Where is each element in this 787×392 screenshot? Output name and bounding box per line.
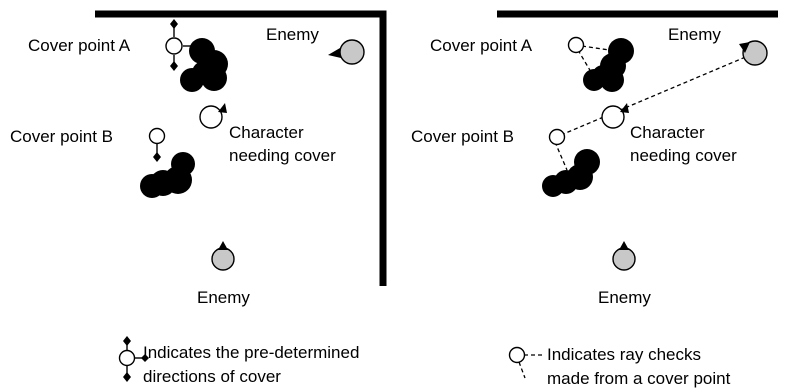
left-cover-point-b	[148, 127, 166, 162]
direction-marker-icon	[170, 61, 178, 71]
left-enemy-top-label: Enemy	[266, 25, 319, 44]
right-cover-point-b	[548, 128, 566, 146]
legend-directions: Indicates the pre-determined directions …	[118, 336, 359, 386]
left-character	[199, 103, 227, 129]
left-character-label-1: Character	[229, 123, 304, 142]
right-cover-b-label: Cover point B	[411, 127, 514, 146]
right-obstacle-a	[583, 38, 634, 92]
left-enemy-bottom	[211, 241, 235, 271]
right-enemy-top	[739, 40, 768, 66]
right-cover-point-a	[567, 36, 585, 54]
legend-rays-text-2: made from a cover point	[547, 369, 731, 388]
left-enemy-bottom-label: Enemy	[197, 288, 250, 307]
right-ray-checks	[554, 45, 756, 171]
left-cover-a-label: Cover point A	[28, 36, 131, 55]
legend-rays: Indicates ray checks made from a cover p…	[508, 345, 731, 388]
legend-directions-text-2: directions of cover	[143, 367, 281, 386]
left-panel: Cover point A Cover point B Character ne…	[10, 10, 387, 307]
direction-marker-icon	[191, 42, 199, 50]
legend-rays-text-1: Indicates ray checks	[547, 345, 701, 364]
direction-marker-icon	[153, 152, 161, 162]
right-character	[601, 103, 629, 129]
left-obstacle-b	[140, 152, 195, 198]
legend-directions-text-1: Indicates the pre-determined	[143, 343, 359, 362]
right-obstacle-b	[542, 149, 600, 197]
right-enemy-bottom-label: Enemy	[598, 288, 651, 307]
right-character-label-2: needing cover	[630, 146, 737, 165]
right-cover-a-label: Cover point A	[430, 36, 533, 55]
left-wall	[95, 10, 387, 286]
right-enemy-bottom	[612, 241, 636, 271]
left-enemy-top	[328, 39, 365, 65]
ray-check-legend-icon	[508, 346, 545, 379]
cover-directions-legend-icon	[118, 336, 149, 382]
direction-marker-icon	[170, 19, 178, 29]
right-enemy-top-label: Enemy	[668, 25, 721, 44]
left-cover-b-label: Cover point B	[10, 127, 113, 146]
left-cover-point-a	[165, 19, 199, 71]
right-panel: Cover point A Cover point B Character ne…	[411, 10, 778, 307]
right-character-label-1: Character	[630, 123, 705, 142]
left-character-label-2: needing cover	[229, 146, 336, 165]
left-obstacle-a	[180, 38, 228, 92]
